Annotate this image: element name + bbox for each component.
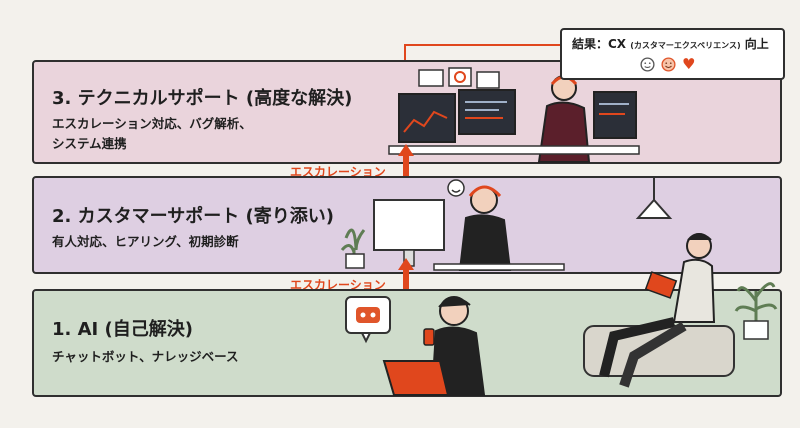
smile-face-icon (661, 57, 676, 72)
escalation-label: エスカレーション (290, 278, 386, 292)
desk-lamp-icon (635, 178, 673, 219)
tier-title: 2. カスタマーサポート (寄り添い) (52, 206, 334, 227)
tier-description: チャットボット、ナレッジベース (52, 349, 239, 364)
result-icons: ♥ (640, 57, 695, 72)
result-title: 結果：CX (カスタマーエクスペリエンス) 向上 (572, 37, 769, 51)
neutral-face-icon (640, 57, 655, 72)
user-with-laptop-illustration (345, 296, 486, 396)
escalation-arrow-up-icon (398, 258, 414, 290)
escalation-label: エスカレーション (290, 165, 386, 179)
tier-ai-self-service: 1. AI (自己解決) チャットボット、ナレッジベース (32, 233, 782, 397)
engineer-illustration (388, 67, 640, 163)
tier-description: 有人対応、ヒアリング、初期診断 (52, 234, 239, 249)
plant-icon (734, 282, 778, 340)
tier-description: エスカレーション対応、バグ解析、 システム連携 (52, 116, 252, 151)
relaxing-person-illustration (583, 233, 735, 388)
result-callout: 結果：CX (カスタマーエクスペリエンス) 向上 ♥ (560, 28, 785, 80)
escalation-arrow-up-icon (398, 144, 414, 176)
support-agent-illustration (340, 179, 565, 271)
heart-icon: ♥ (682, 55, 696, 73)
tier-title: 1. AI (自己解決) (52, 319, 193, 340)
tier-title: 3. テクニカルサポート (高度な解決) (52, 88, 353, 109)
